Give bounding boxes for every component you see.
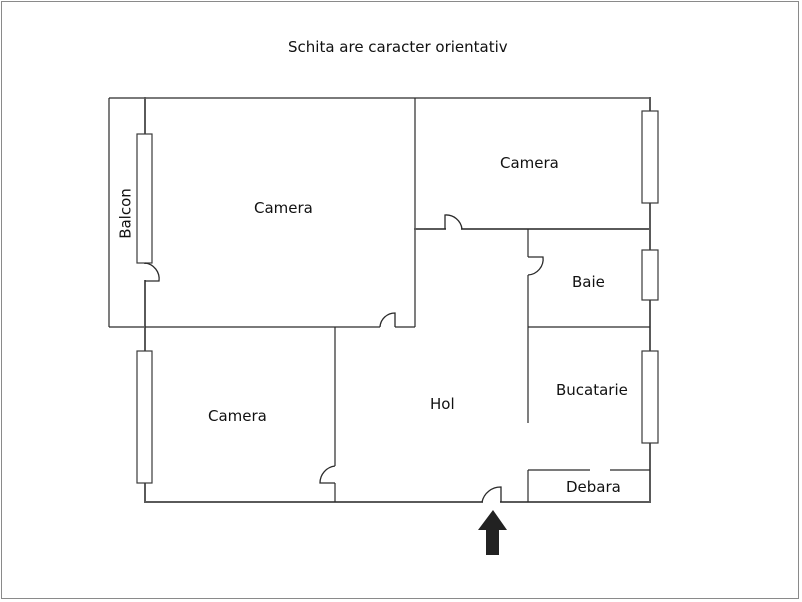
room-label-balcon: Balcon: [116, 188, 135, 239]
window-camera-top-right: [641, 110, 659, 204]
room-label-camera-large: Camera: [254, 199, 313, 217]
door-camera-bottom-left[interactable]: [319, 465, 336, 484]
window-bucatarie: [641, 350, 659, 444]
entrance-arrow-icon: [478, 510, 507, 555]
door-baie[interactable]: [527, 256, 544, 276]
window-camera-bottom-left: [136, 350, 153, 484]
door-entrance[interactable]: [481, 486, 502, 503]
plan-title: Schita are caracter orientativ: [288, 38, 508, 56]
room-label-hol: Hol: [430, 395, 455, 413]
room-label-baie: Baie: [572, 273, 605, 291]
room-label-debara: Debara: [566, 478, 621, 496]
window-baie: [641, 249, 659, 301]
room-label-camera-top-right: Camera: [500, 154, 559, 172]
door-balcony[interactable]: [144, 262, 160, 282]
balcony-outline: [108, 97, 145, 328]
door-camera-top-right[interactable]: [444, 214, 463, 230]
room-label-camera-bottom-left: Camera: [208, 407, 267, 425]
door-camera-large[interactable]: [379, 312, 396, 328]
window-balcony: [136, 133, 153, 264]
room-label-bucatarie: Bucatarie: [556, 381, 628, 399]
